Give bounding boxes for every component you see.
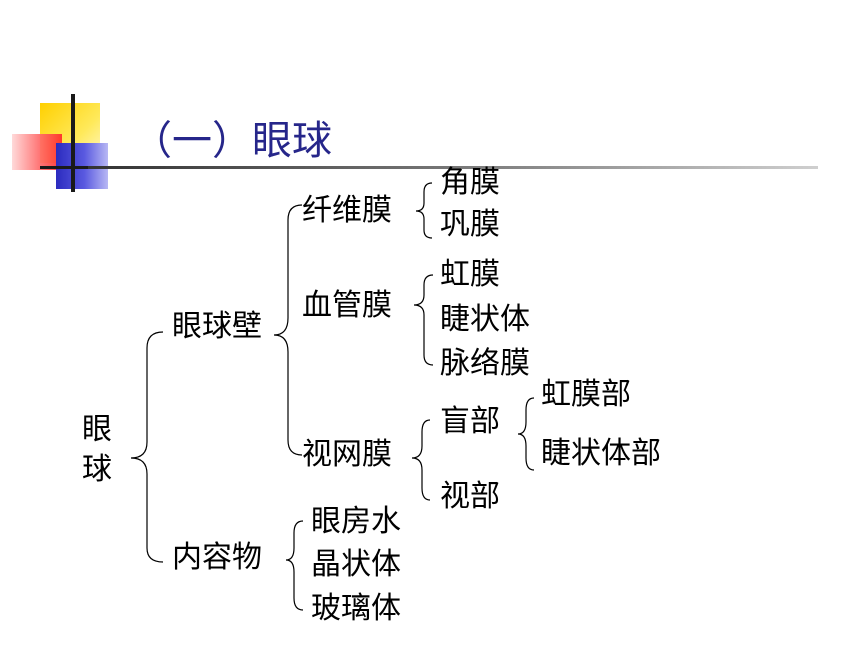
- brace-wall: [273, 204, 303, 456]
- node-root-char-1: 眼: [82, 412, 112, 447]
- node-iris: 虹膜: [440, 257, 500, 292]
- node-ciliary-body: 睫状体: [440, 302, 530, 337]
- brace-blind: [517, 397, 535, 471]
- node-retina: 视网膜: [302, 437, 392, 472]
- page-title: （一）眼球: [132, 118, 332, 164]
- node-root: 眼 球: [80, 410, 114, 490]
- brace-fibrous: [415, 182, 433, 239]
- node-contents: 内容物: [172, 540, 262, 575]
- node-sclera: 巩膜: [440, 207, 500, 242]
- node-blind-part: 盲部: [440, 404, 500, 439]
- node-cornea: 角膜: [440, 165, 500, 200]
- red-square-icon: [12, 134, 62, 170]
- brace-vascular: [413, 274, 434, 366]
- brace-root: [130, 331, 164, 563]
- brace-retina: [411, 419, 431, 501]
- node-lens: 晶状体: [311, 547, 401, 582]
- node-aqueous-humor: 眼房水: [311, 504, 401, 539]
- node-iris-part: 虹膜部: [541, 377, 631, 412]
- node-vitreous-body: 玻璃体: [311, 591, 401, 626]
- node-optic-part: 视部: [440, 479, 500, 514]
- node-vascular-tunic: 血管膜: [302, 288, 392, 323]
- node-fibrous-tunic: 纤维膜: [302, 193, 392, 228]
- node-choroid: 脉络膜: [440, 346, 530, 381]
- node-eyeball-wall: 眼球壁: [172, 309, 262, 344]
- node-ciliary-part: 睫状体部: [541, 436, 661, 471]
- vertical-bar: [71, 94, 75, 192]
- brace-contents: [285, 520, 304, 611]
- node-root-char-2: 球: [82, 452, 112, 487]
- title-underline: [88, 166, 818, 169]
